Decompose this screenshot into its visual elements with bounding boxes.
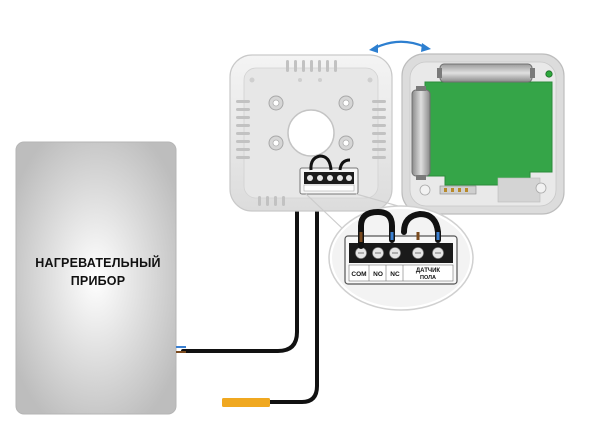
floor-sensor-cable — [266, 203, 319, 404]
thermostat-front-unit — [401, 53, 565, 215]
heater-device — [15, 141, 177, 415]
terminal-label-com: COM — [351, 271, 366, 278]
terminal-label-floor-sensor-2: ПОЛА — [420, 275, 436, 281]
heater-label-line2: ПРИБОР — [70, 274, 126, 288]
heater-label-line1: НАГРЕВАТЕЛЬНЫЙ — [35, 256, 161, 270]
heater-power-cable — [176, 203, 299, 353]
terminal-label-no: NO — [373, 271, 383, 278]
floor-sensor-probe-icon — [222, 398, 270, 407]
terminal-label-nc: NC — [390, 271, 400, 278]
curved-double-arrow-icon — [369, 40, 431, 53]
thermostat-back-plate — [229, 54, 393, 212]
terminal-label-floor-sensor-1: ДАТЧИК — [416, 268, 441, 274]
heater-label: НАГРЕВАТЕЛЬНЫЙ ПРИБОР — [18, 254, 178, 290]
terminal-zoom-callout: COM NO NC ДАТЧИК ПОЛА — [328, 205, 474, 311]
